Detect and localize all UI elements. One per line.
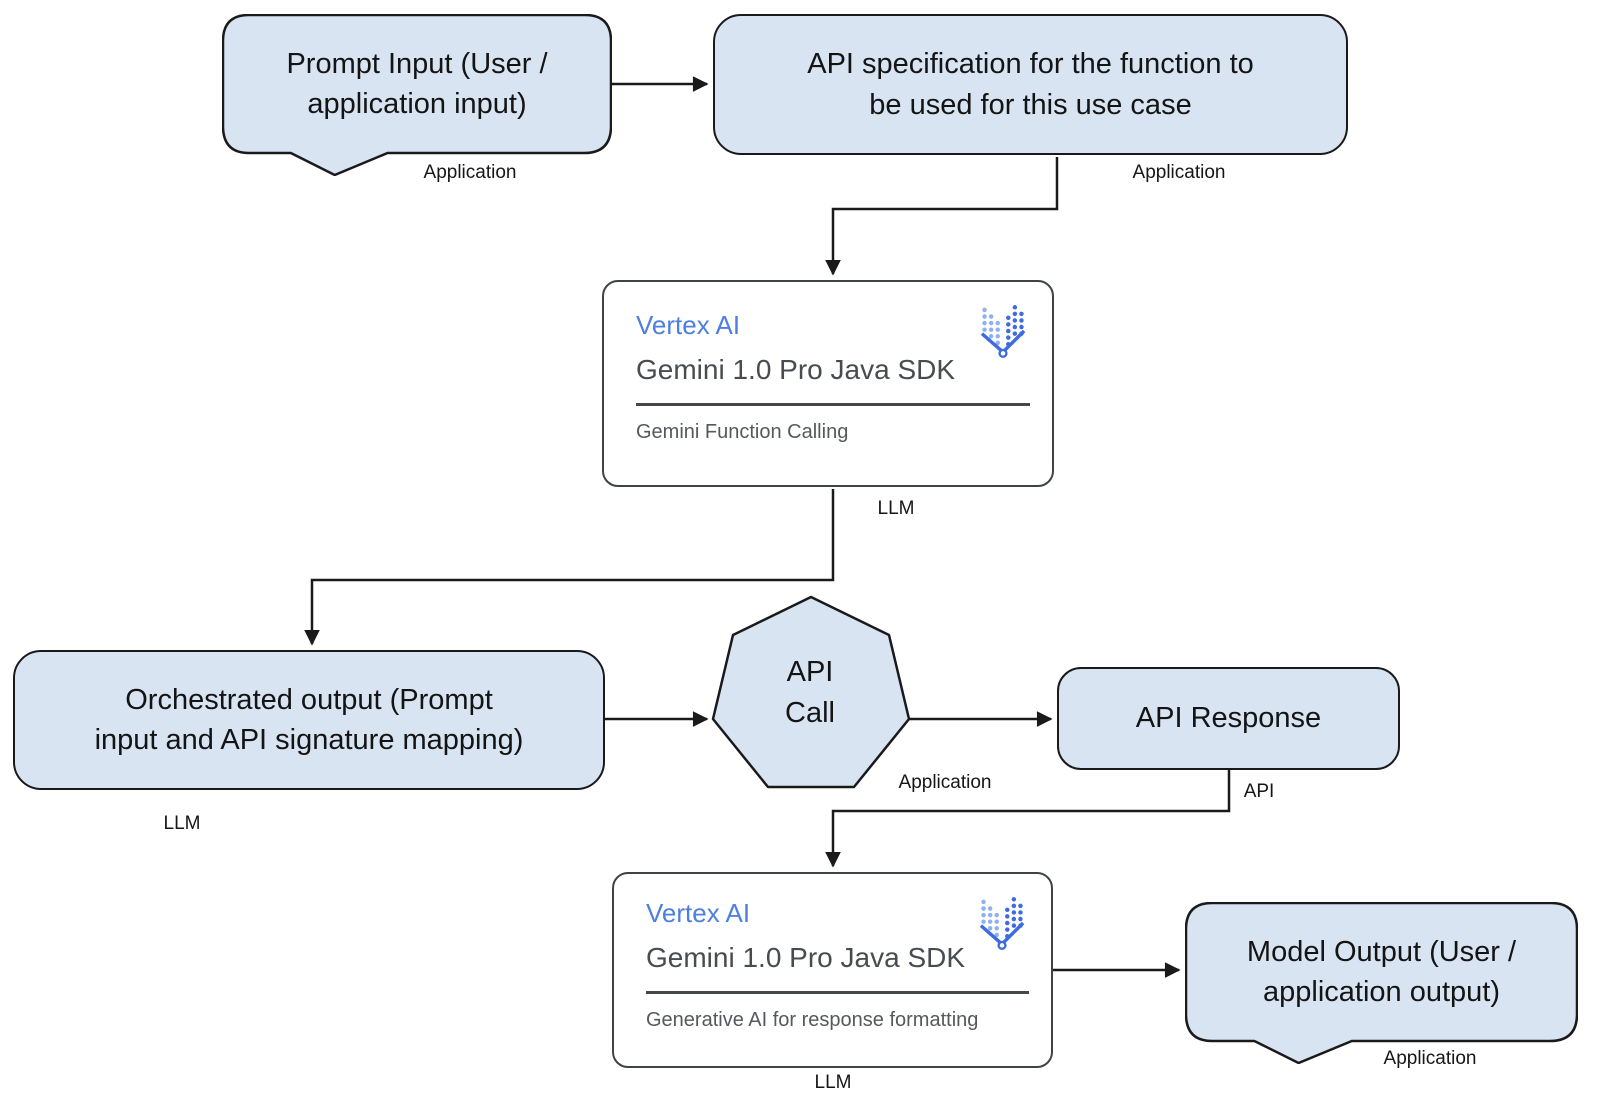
tag-api-response: API — [1243, 781, 1275, 802]
tag-api-spec: Application — [1132, 162, 1226, 183]
connector-apiresponse-to-llm2 — [825, 770, 1231, 868]
gemini-sdk-title: Gemini 1.0 Pro Java SDK — [636, 354, 956, 386]
vertex-ai-brand: Vertex AI — [646, 898, 751, 928]
api-spec-label: API specification for the function to be… — [807, 48, 1254, 121]
tag-prompt-input: Application — [423, 162, 517, 183]
node-api-call: API Call — [700, 590, 920, 800]
vertex-ai-icon — [980, 305, 1026, 359]
card-llm-function-calling: Vertex AI Gemini 1.0 Pro Java SDK Gemini… — [602, 280, 1054, 487]
tag-model-output: Application — [1383, 1048, 1477, 1069]
card-divider — [646, 990, 1029, 994]
orchestrated-output-label: Orchestrated output (Prompt input and AP… — [94, 683, 524, 756]
api-call-label: API Call — [785, 656, 835, 729]
tag-llm-1: LLM — [877, 498, 915, 519]
vertex-ai-brand: Vertex AI — [636, 310, 741, 340]
prompt-input-label: Prompt Input (User / application input) — [286, 47, 548, 120]
vertex-ai-icon — [979, 897, 1025, 951]
card-llm-response-formatting: Vertex AI Gemini 1.0 Pro Java SDK Genera… — [612, 872, 1053, 1068]
callout-shape — [222, 14, 612, 176]
api-response-label: API Response — [1135, 702, 1322, 735]
card-feature-label: Generative AI for response formatting — [646, 1008, 979, 1031]
heptagon-shape — [711, 595, 911, 789]
node-prompt-input: Prompt Input (User / application input) — [222, 14, 612, 176]
connector-llm1-to-orchestrated — [304, 489, 835, 646]
model-output-label: Model Output (User / application output) — [1246, 935, 1517, 1008]
node-api-response: API Response — [1057, 667, 1400, 770]
card-feature-label: Gemini Function Calling — [636, 420, 849, 443]
tag-orchestrated-output: LLM — [163, 813, 201, 834]
tag-llm-2: LLM — [814, 1072, 852, 1093]
tag-api-call: Application — [898, 772, 992, 793]
gemini-sdk-title: Gemini 1.0 Pro Java SDK — [646, 942, 966, 974]
node-orchestrated-output: Orchestrated output (Prompt input and AP… — [13, 650, 605, 790]
connector-apispec-to-llm1 — [825, 157, 1059, 276]
callout-shape — [1185, 902, 1578, 1064]
card-divider — [636, 402, 1030, 406]
node-model-output: Model Output (User / application output) — [1185, 902, 1578, 1064]
node-api-spec: API specification for the function to be… — [713, 14, 1348, 155]
